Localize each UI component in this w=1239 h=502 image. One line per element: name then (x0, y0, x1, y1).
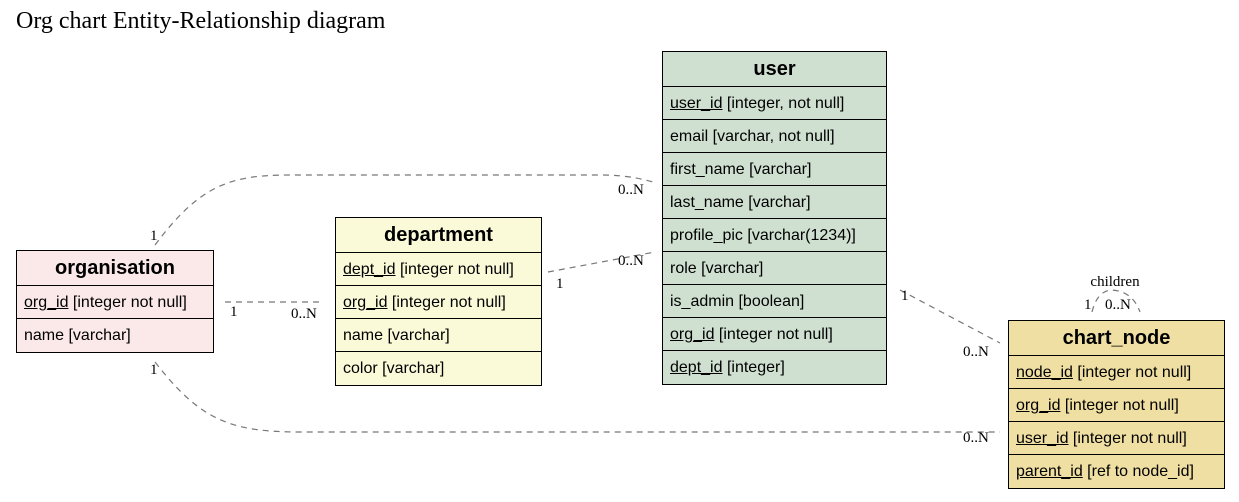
entity-chart-node: chart_node node_id [integer not null]org… (1008, 320, 1225, 489)
entity-field: dept_id [integer not null] (336, 253, 541, 286)
field-text: email [varchar, not null] (670, 128, 835, 145)
field-text: [integer] (722, 359, 785, 376)
field-key: parent_id (1016, 463, 1083, 480)
cardinality-label: 0..N (618, 253, 644, 269)
relationship-edge (899, 289, 1001, 344)
entity-field: user_id [integer, not null] (663, 87, 886, 120)
field-key: node_id (1016, 364, 1073, 381)
entity-rows: node_id [integer not null]org_id [intege… (1009, 356, 1224, 488)
entity-field: parent_id [ref to node_id] (1009, 455, 1224, 488)
entity-header: user (663, 52, 886, 87)
field-text: [integer not null] (1072, 364, 1192, 381)
entity-field: is_admin [boolean] (663, 285, 886, 318)
entity-field: org_id [integer not null] (663, 318, 886, 351)
entity-field: email [varchar, not null] (663, 120, 886, 153)
entity-department: department dept_id [integer not null]org… (335, 217, 542, 386)
cardinality-label: 0..N (1105, 297, 1131, 313)
cardinality-label: 0..N (963, 430, 989, 446)
entity-organisation: organisation org_id [integer not null] na… (16, 250, 214, 353)
field-text: color [varchar] (343, 360, 445, 377)
cardinality-label: 1 (230, 304, 238, 320)
cardinality-label: 1 (150, 228, 158, 244)
field-key: org_id (24, 294, 69, 311)
cardinality-label: 0..N (291, 306, 317, 322)
field-text: [integer not null] (1068, 430, 1187, 447)
field-text: name [varchar] (343, 327, 450, 344)
field-key: org_id (343, 294, 388, 311)
entity-header: department (336, 218, 541, 253)
entity-field: org_id [integer not null] (17, 286, 213, 319)
field-text: is_admin [boolean] (670, 293, 805, 310)
field-text: [integer not null] (387, 294, 506, 311)
entity-field: last_name [varchar] (663, 186, 886, 219)
entity-user: user user_id [integer, not null] email [v… (662, 51, 887, 385)
relationship-label: children (1090, 274, 1140, 290)
field-key: org_id (670, 326, 715, 343)
relationship-edge (154, 361, 1000, 433)
field-text: role [varchar] (670, 260, 764, 277)
entity-rows: user_id [integer, not null] email [varcha… (663, 87, 886, 384)
field-key: user_id (1016, 430, 1069, 447)
relationship-edge (154, 174, 658, 246)
field-text: [integer, not null] (722, 95, 845, 112)
field-text: [integer not null] (68, 294, 187, 311)
field-key: user_id (670, 95, 723, 112)
entity-field: user_id [integer not null] (1009, 422, 1224, 455)
field-text: [integer not null] (1060, 397, 1179, 414)
entity-field: node_id [integer not null] (1009, 356, 1224, 389)
field-text: last_name [varchar] (670, 194, 811, 211)
field-text: [integer not null] (395, 261, 514, 278)
entity-field: profile_pic [varchar(1234)] (663, 219, 886, 252)
entity-rows: org_id [integer not null] name [varchar] (17, 286, 213, 352)
field-text: name [varchar] (24, 327, 131, 344)
cardinality-label: 1 (901, 288, 909, 304)
entity-field: org_id [integer not null] (336, 286, 541, 319)
field-text: [integer not null] (714, 326, 833, 343)
entity-header: chart_node (1009, 321, 1224, 356)
cardinality-label: 1 (150, 362, 158, 378)
entity-field: name [varchar] (336, 319, 541, 352)
relationship-edge (547, 251, 656, 273)
field-key: org_id (1016, 397, 1061, 414)
entity-field: dept_id [integer] (663, 351, 886, 384)
cardinality-label: 1 (1084, 297, 1092, 313)
entity-field: first_name [varchar] (663, 153, 886, 186)
relationship-edge (1091, 289, 1141, 313)
field-key: dept_id (670, 359, 723, 376)
cardinality-label: 0..N (618, 182, 644, 198)
diagram-title: Org chart Entity-Relationship diagram (16, 8, 386, 34)
entity-header: organisation (17, 251, 213, 286)
cardinality-label: 1 (556, 276, 564, 292)
entity-rows: dept_id [integer not null]org_id [intege… (336, 253, 541, 385)
field-key: dept_id (343, 261, 396, 278)
field-text: [ref to node_id] (1082, 463, 1194, 480)
entity-field: color [varchar] (336, 352, 541, 385)
entity-field: role [varchar] (663, 252, 886, 285)
entity-field: name [varchar] (17, 319, 213, 352)
field-text: first_name [varchar] (670, 161, 812, 178)
field-text: profile_pic [varchar(1234)] (670, 227, 856, 244)
entity-field: org_id [integer not null] (1009, 389, 1224, 422)
cardinality-label: 0..N (963, 344, 989, 360)
